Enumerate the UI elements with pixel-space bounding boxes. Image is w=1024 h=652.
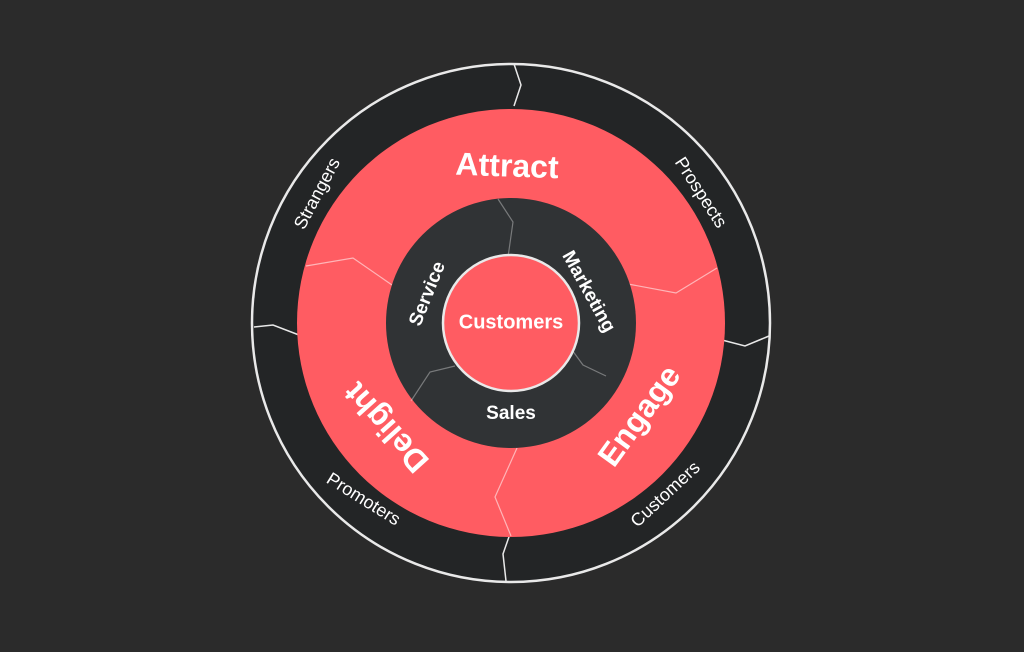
divider-left [253,324,300,336]
divider-engage-delight [494,447,518,537]
divider-bottom [502,530,512,582]
divider-top [513,63,522,107]
divider-service-marketing [497,198,514,258]
divider-sales-service [410,365,456,402]
center-circle [441,253,581,393]
main-ring-dividers [305,257,718,537]
divider-attract-engage [627,267,718,294]
divider-delight-attract [305,257,393,286]
inner-ring-dividers [410,198,607,402]
divider-marketing-sales [571,349,607,377]
label-center-customers: Customers [459,311,563,333]
outer-ring-dividers [253,63,770,582]
divider-right [721,335,770,347]
label-sales: Sales [486,403,536,424]
label-attract: Attract [455,146,560,186]
